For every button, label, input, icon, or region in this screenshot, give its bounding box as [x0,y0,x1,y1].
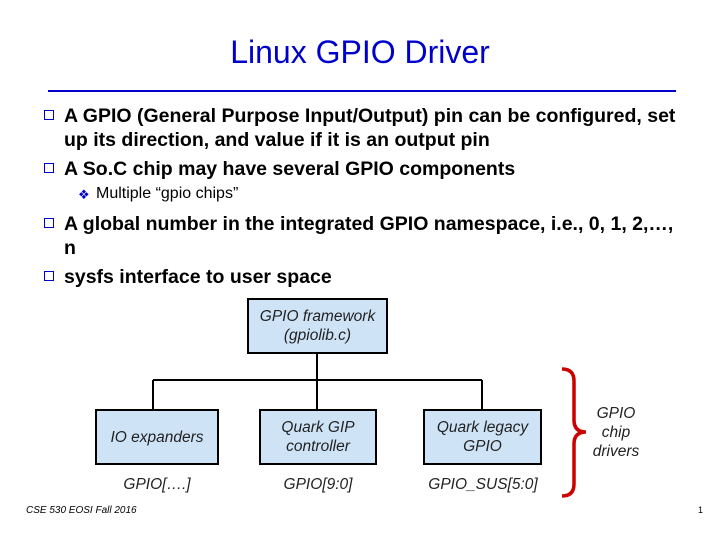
chip-box-quark-legacy: Quark legacy GPIO [423,409,542,465]
gpio-framework-label: GPIO framework (gpiolib.c) [259,308,376,344]
bullet-1-text: A GPIO (General Purpose Input/Output) pi… [64,105,676,151]
bullet-2: A So.C chip may have several GPIO compon… [44,157,684,181]
square-bullet-icon [44,110,54,120]
title-rule [48,90,676,92]
chip-box-io-expanders: IO expanders [95,409,219,465]
chip-box-label: IO expanders [110,428,204,446]
chip-range-io-expanders: GPIO[….] [123,476,191,493]
square-bullet-icon [44,163,54,173]
chip-box-label: Quark GIP controller [281,419,355,455]
gpio-framework-box: GPIO framework (gpiolib.c) [247,298,388,354]
bullet-4-text: sysfs interface to user space [64,266,332,288]
bullet-1: A GPIO (General Purpose Input/Output) pi… [44,104,684,152]
slide-title: Linux GPIO Driver [230,34,490,70]
bullet-3-text: A global number in the integrated GPIO n… [64,213,674,259]
curly-brace [561,367,587,498]
footer-course: CSE 530 EOSI Fall 2016 [26,505,137,516]
sub-bullet-1: ❖ Multiple “gpio chips” [78,184,238,204]
square-bullet-icon [44,271,54,281]
chip-box-label: Quark legacy GPIO [436,419,529,455]
sub-bullet-1-text: Multiple “gpio chips” [96,185,239,202]
chip-box-quark-gip: Quark GIP controller [259,409,377,465]
bullet-3: A global number in the integrated GPIO n… [44,212,684,260]
square-bullet-icon [44,218,54,228]
diamond-bullet-icon: ❖ [78,187,90,202]
chip-range-quark-gip: GPIO[9:0] [283,476,353,493]
bullet-2-text: A So.C chip may have several GPIO compon… [64,158,516,180]
chip-range-quark-legacy: GPIO_SUS[5:0] [428,476,538,493]
gpio-chip-drivers-label: GPIO chip drivers [592,405,640,460]
footer-page-number: 1 [698,505,704,515]
bullet-4: sysfs interface to user space [44,265,684,289]
